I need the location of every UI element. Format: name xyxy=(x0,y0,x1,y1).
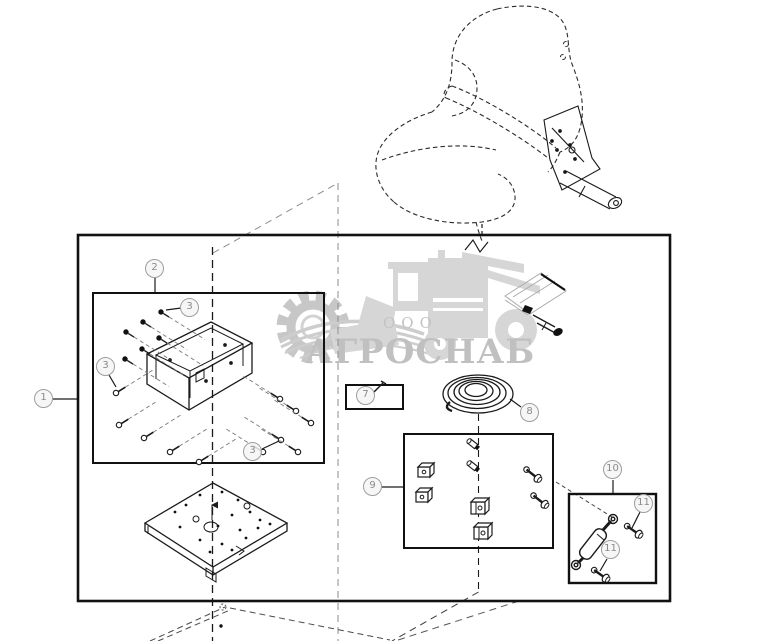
seat-illustration xyxy=(375,5,583,242)
phantom-plate-hole xyxy=(219,624,223,628)
hardware-kit-box xyxy=(403,433,554,549)
clamp-block-icon xyxy=(470,497,490,515)
slide-assembly xyxy=(504,272,567,336)
screw-icon xyxy=(269,395,316,428)
clip-nut-icon xyxy=(417,462,435,478)
phantom-plate xyxy=(149,603,391,641)
coil-spring xyxy=(442,374,514,414)
main-boundary-box xyxy=(76,233,672,603)
base-plate xyxy=(143,482,289,583)
callout-3: 3 xyxy=(180,298,199,317)
watermark-harvester-icon xyxy=(330,250,540,360)
screw-icon xyxy=(114,397,161,430)
watermark-company-name: АГРОСНАБ xyxy=(305,332,536,372)
callout-11: 11 xyxy=(601,540,620,559)
callout-1: 1 xyxy=(34,389,53,408)
bracket-fasteners xyxy=(111,307,316,467)
clamp-block-icon xyxy=(473,522,493,540)
watermark-org-type: ООО xyxy=(383,314,438,332)
bolt-icon xyxy=(137,344,189,380)
callout-7: 7 xyxy=(356,386,375,405)
screw-icon xyxy=(254,383,301,416)
callout-11: 11 xyxy=(634,494,653,513)
callout-8: 8 xyxy=(520,403,539,422)
mounting-bracket xyxy=(145,321,254,411)
clip-nut-icon xyxy=(415,487,433,503)
screw-icon xyxy=(194,434,241,467)
hardware-kit xyxy=(415,437,552,540)
callout-2: 2 xyxy=(145,259,164,278)
screw-icon xyxy=(139,410,186,443)
callout-9: 9 xyxy=(363,477,382,496)
roll-pin-icon xyxy=(465,459,481,474)
screw-icon xyxy=(111,365,158,398)
seat-suspension-bracket xyxy=(543,105,623,210)
bracket-group-box xyxy=(92,292,325,464)
item7-box xyxy=(345,384,404,410)
screw-icon xyxy=(239,412,286,445)
item7-mark xyxy=(373,380,387,393)
screw-icon xyxy=(165,424,212,457)
callout-10: 10 xyxy=(603,460,622,479)
shock-absorber xyxy=(570,513,619,571)
bolt-icon xyxy=(138,317,190,353)
callout-3: 3 xyxy=(96,357,115,376)
callout-3: 3 xyxy=(243,442,262,461)
callout-leaders xyxy=(53,278,641,572)
bolt-icon xyxy=(120,354,172,390)
break-mark xyxy=(464,224,489,254)
bolt-icon xyxy=(527,489,552,512)
shock-kit-box xyxy=(567,492,658,585)
projection-lines xyxy=(211,182,613,641)
bolt-icon xyxy=(520,463,545,486)
shock-bolt-icon xyxy=(588,563,613,586)
